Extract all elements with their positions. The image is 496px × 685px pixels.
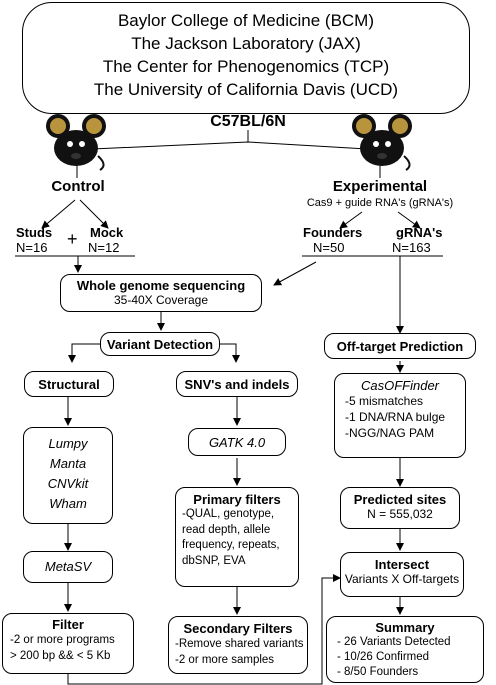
institution-bcm: Baylor College of Medicine (BCM) xyxy=(117,11,375,30)
mouse-icon xyxy=(46,114,106,171)
filter-item: -2 or more programs xyxy=(10,634,115,646)
plus-sign: + xyxy=(67,229,78,249)
primary-filter-item: dbSNP, EVA xyxy=(182,554,246,567)
gatk-box: GATK 4.0 xyxy=(188,428,286,456)
secondary-filters-box: Secondary Filters -Remove shared variant… xyxy=(168,616,308,674)
structural-label: Structural xyxy=(38,377,100,392)
studs-label: Studs xyxy=(16,225,53,240)
primary-filters-title: Primary filters xyxy=(193,492,281,507)
filter-item: > 200 bp && < 5 Kb xyxy=(10,650,111,662)
snv-box: SNV's and indels xyxy=(176,371,298,397)
sv-tool-item: Lumpy xyxy=(48,436,88,451)
filter-box: Filter -2 or more programs > 200 bp && <… xyxy=(2,613,134,674)
secondary-filters-title: Secondary Filters xyxy=(183,621,293,636)
primary-filter-item: -QUAL, genotype, xyxy=(182,508,275,520)
predicted-sites-box: Predicted sites N = 555,032 xyxy=(340,487,460,529)
institution-tcp: The Center for Phenogenomics (TCP) xyxy=(102,57,390,76)
wgs-box: Whole genome sequencing 35-40X Coverage xyxy=(60,274,262,312)
studs-n: N=16 xyxy=(16,240,48,255)
grna-label: gRNA's xyxy=(396,225,443,240)
mouse-icon xyxy=(352,114,412,171)
snv-label: SNV's and indels xyxy=(184,377,290,392)
filter-title: Filter xyxy=(52,617,84,632)
sv-tool-item: CNVkit xyxy=(47,476,89,491)
casoffinder-param: -1 DNA/RNA bulge xyxy=(345,410,446,424)
primary-filters-box: Primary filters -QUAL, genotype, read de… xyxy=(175,487,299,587)
sv-tools-box: Lumpy Manta CNVkit Wham xyxy=(23,427,113,524)
casoffinder-param: -NGG/NAG PAM xyxy=(345,426,435,440)
predicted-sites-count: N = 555,032 xyxy=(367,507,433,521)
institutions-box: Baylor College of Medicine (BCM) The Jac… xyxy=(22,2,470,114)
summary-title: Summary xyxy=(375,620,435,635)
primary-filter-item: read depth, allele xyxy=(182,523,271,536)
sv-tool-item: Wham xyxy=(49,496,87,511)
primary-filter-item: frequency, repeats, xyxy=(182,539,280,551)
intersect-title: Intersect xyxy=(374,557,430,572)
variant-detection-box: Variant Detection xyxy=(100,332,220,356)
intersect-subtitle: Variants X Off-targets xyxy=(344,572,460,586)
founders-n: N=50 xyxy=(313,240,345,255)
casoffinder-param: -5 mismatches xyxy=(345,394,424,408)
summary-item: - 26 Variants Detected xyxy=(337,636,451,648)
institution-ucd: The University of California Davis (UCD) xyxy=(93,80,399,99)
institution-jax: The Jackson Laboratory (JAX) xyxy=(131,34,361,53)
experimental-title: Experimental xyxy=(332,178,428,195)
control-title: Control xyxy=(51,178,105,195)
metasv-box: MetaSV xyxy=(23,551,113,583)
summary-box: Summary - 26 Variants Detected - 10/26 C… xyxy=(326,616,484,683)
predicted-sites-title: Predicted sites xyxy=(353,492,447,507)
casoffinder-box: CasOFFinder -5 mismatches -1 DNA/RNA bul… xyxy=(334,373,466,458)
sv-tool-item: Manta xyxy=(49,456,87,471)
grna-n: N=163 xyxy=(392,240,431,255)
strain-label: C57BL/6N xyxy=(210,113,286,130)
summary-item: - 8/50 Founders xyxy=(337,666,419,678)
offtarget-label: Off-target Prediction xyxy=(336,339,464,354)
gatk-label: GATK 4.0 xyxy=(208,435,266,450)
casoffinder-title: CasOFFinder xyxy=(360,378,440,393)
secondary-filter-item: -2 or more samples xyxy=(175,654,275,666)
founders-label: Founders xyxy=(303,225,363,240)
structural-box: Structural xyxy=(24,371,114,397)
intersect-box: Intersect Variants X Off-targets xyxy=(340,552,464,597)
wgs-title: Whole genome sequencing xyxy=(76,278,246,293)
offtarget-box: Off-target Prediction xyxy=(324,333,476,359)
variant-detection-label: Variant Detection xyxy=(106,337,214,352)
wgs-subtitle: 35-40X Coverage xyxy=(113,293,209,307)
experimental-subtitle: Cas9 + guide RNA's (gRNA's) xyxy=(306,197,454,209)
metasv-label: MetaSV xyxy=(44,559,92,574)
mock-label: Mock xyxy=(90,225,124,240)
mock-n: N=12 xyxy=(88,240,120,255)
secondary-filter-item: -Remove shared variants xyxy=(175,638,304,650)
summary-item: - 10/26 Confirmed xyxy=(337,651,430,663)
